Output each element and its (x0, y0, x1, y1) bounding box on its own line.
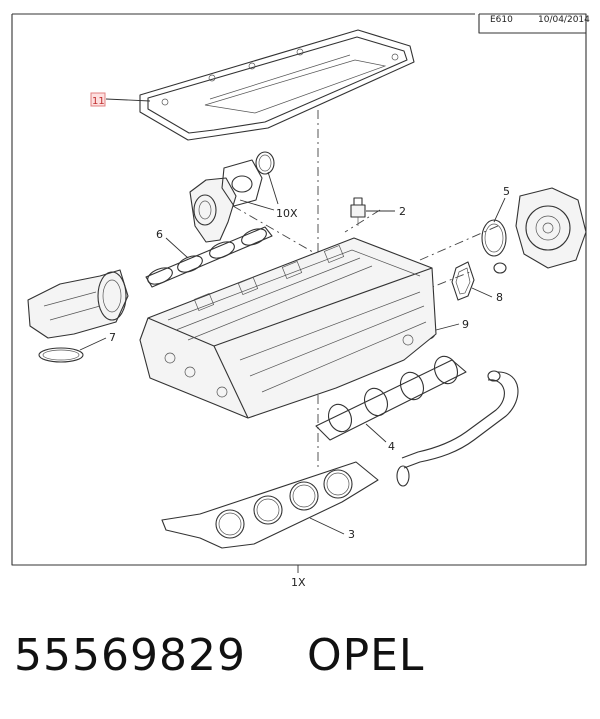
cover-gasket (451, 261, 475, 301)
callout-2: 2 (399, 205, 406, 218)
throttle-housing (27, 269, 129, 363)
header-date: 10/04/2014 (538, 15, 590, 25)
cylinder-head (139, 237, 437, 419)
water-pump (481, 187, 587, 274)
diagram-frame (11, 13, 587, 573)
part-footer: 55569829 OPEL (14, 630, 594, 690)
callout-5: 5 (503, 185, 510, 198)
callout-11: 11 (92, 96, 105, 107)
part-number: 55569829 (14, 630, 246, 681)
callout-4: 4 (388, 440, 395, 453)
coolant-hose (396, 370, 519, 487)
exhaust-manifold-gasket (315, 355, 467, 441)
brand-name: OPEL (306, 630, 425, 681)
callout-9: 9 (462, 318, 469, 331)
callout-7: 7 (109, 331, 116, 344)
thermostat-housing (189, 151, 275, 243)
callout-10: 10X (276, 207, 298, 220)
header-code: E610 (490, 15, 513, 25)
callout-3: 3 (348, 528, 355, 541)
quantity-label: 1X (291, 576, 306, 589)
sensor-part (350, 197, 366, 226)
callout-6: 6 (156, 228, 163, 241)
callout-11-box (90, 92, 106, 107)
cylinder-head-gasket (161, 461, 379, 549)
callout-8: 8 (496, 291, 503, 304)
valve-cover-gasket (139, 29, 415, 141)
